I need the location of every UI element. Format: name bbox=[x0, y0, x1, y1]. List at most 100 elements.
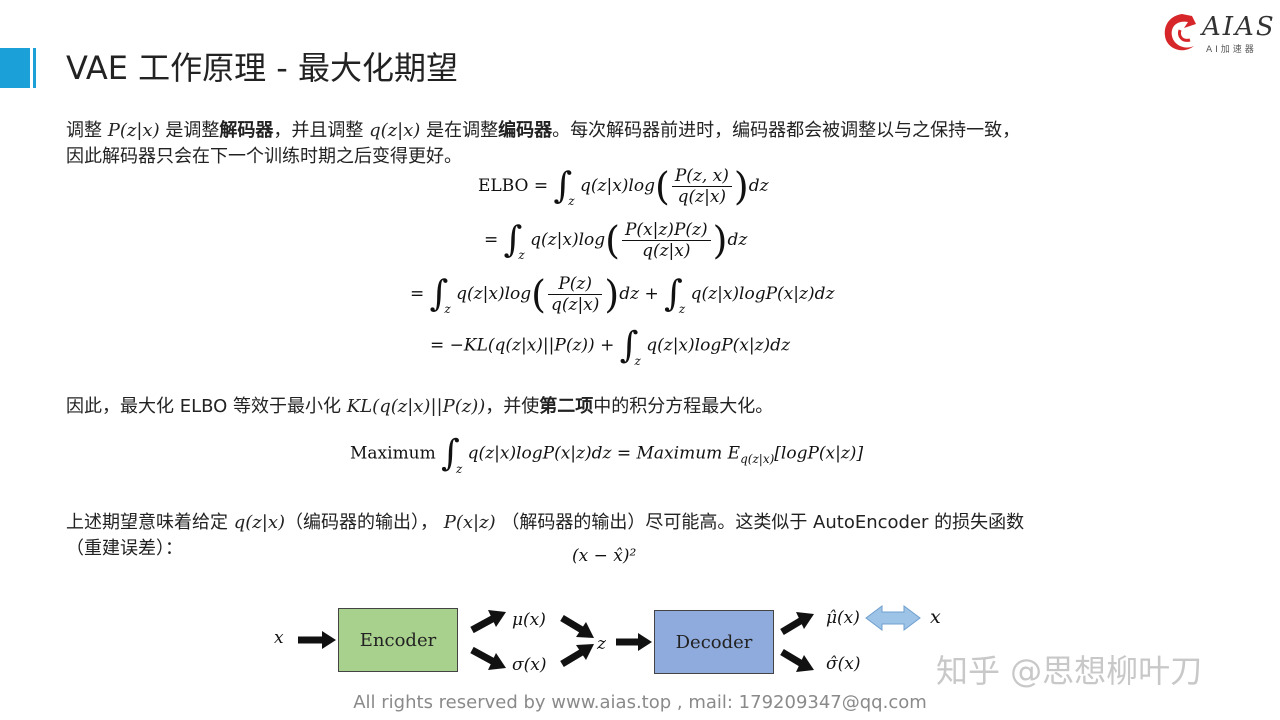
text: 上述期望意味着给定 bbox=[66, 512, 234, 533]
paragraph-2: 因此，最大化 ELBO 等效于最小化 KL(q(z|x)||P(z))，并使第二… bbox=[66, 394, 773, 420]
integral-subscript: z bbox=[518, 248, 525, 262]
dz: dz bbox=[727, 230, 748, 250]
mu-label: μ(x) bbox=[512, 610, 546, 630]
input-arrow-icon bbox=[298, 631, 336, 649]
elbo-label: ELBO = bbox=[478, 176, 549, 196]
dz: dz bbox=[619, 284, 640, 304]
paren: ) bbox=[733, 164, 749, 209]
text: 调整 bbox=[66, 120, 108, 141]
mu-hat-arrow-icon bbox=[780, 612, 814, 636]
elbo-term: = −KL(q(z|x)||P(z)) + bbox=[430, 335, 615, 356]
title-accent-line bbox=[33, 48, 36, 88]
equals-sign: = bbox=[484, 230, 499, 250]
fraction: P(z)q(z|x) bbox=[547, 274, 603, 315]
integral-subscript: z bbox=[568, 194, 575, 208]
math-p-z-given-x: P(z|x) bbox=[107, 120, 160, 141]
integral-subscript: z bbox=[444, 302, 451, 316]
target-x-label: x bbox=[930, 606, 941, 628]
maximum-body: q(z|x)logP(x|z)dz = Maximum E bbox=[467, 443, 741, 464]
elbo-line-1: ELBO = ∫z q(z|x)log(P(z, x)q(z|x))dz bbox=[478, 166, 769, 208]
elbo-term: q(z|x)logP(x|z)dz bbox=[690, 284, 835, 304]
elbo-term: q(z|x)log bbox=[456, 284, 532, 304]
title-accent-bar bbox=[0, 48, 30, 88]
plus-sign: + bbox=[644, 284, 665, 304]
elbo-term: q(z|x)logP(x|z)dz bbox=[646, 335, 791, 356]
integral-sign: ∫ bbox=[503, 219, 523, 261]
fraction-numerator: P(x|z)P(z) bbox=[621, 220, 711, 241]
fraction-denominator: q(z|x) bbox=[642, 241, 691, 261]
aias-logo: AIAS AI加速器 bbox=[1160, 8, 1274, 58]
fraction: P(z, x)q(z|x) bbox=[671, 166, 732, 207]
bold-second-term: 第二项 bbox=[539, 396, 594, 417]
slide-title: VAE 工作原理 - 最大化期望 bbox=[66, 49, 459, 87]
math-p-x-given-z: P(x|z) bbox=[443, 512, 496, 533]
fraction-numerator: P(z, x) bbox=[671, 166, 732, 187]
paragraph-1-line-1: 调整 P(z|x) 是调整解码器，并且调整 q(z|x) 是在调整编码器。每次解… bbox=[66, 118, 1020, 144]
fraction-numerator: P(z) bbox=[547, 274, 603, 295]
sigma-hat-label: σ̂(x) bbox=[826, 654, 861, 674]
dragon-logo-icon bbox=[1164, 14, 1196, 51]
text: 是在调整 bbox=[420, 120, 499, 141]
mu-arrow-icon bbox=[470, 610, 506, 634]
sigma-hat-arrow-icon bbox=[780, 648, 814, 672]
maximum-equation: Maximum ∫z q(z|x)logP(x|z)dz = Maximum E… bbox=[350, 436, 863, 476]
decoder-box: Decoder bbox=[654, 610, 774, 674]
mu-hat-label: μ̂(x) bbox=[826, 608, 860, 628]
compare-double-arrow-icon bbox=[865, 605, 921, 631]
integral-sign: ∫ bbox=[553, 165, 573, 207]
paren: ( bbox=[605, 218, 620, 263]
fraction-denominator: q(z|x) bbox=[677, 187, 727, 207]
text: 中的积分方程最大化。 bbox=[593, 396, 774, 417]
integral-sign: ∫ bbox=[429, 273, 449, 315]
sigma-to-z-arrow-icon bbox=[560, 644, 594, 668]
expectation-tail: [logP(x|z)] bbox=[774, 443, 864, 464]
bold-encoder: 编码器 bbox=[498, 120, 553, 141]
paren: ) bbox=[604, 272, 620, 317]
paragraph-3-line-2: （重建误差）： bbox=[66, 538, 183, 559]
elbo-line-4: = −KL(q(z|x)||P(z)) + ∫z q(z|x)logP(x|z)… bbox=[430, 328, 790, 368]
mu-to-z-arrow-icon bbox=[560, 614, 594, 638]
integral-sign: ∫ bbox=[619, 325, 639, 366]
bold-decoder: 解码器 bbox=[219, 120, 274, 141]
text: （编码器的输出）， bbox=[285, 512, 444, 533]
integral-sign: ∫ bbox=[664, 273, 683, 315]
logo-subtitle: AI加速器 bbox=[1206, 45, 1257, 55]
reconstruction-loss: (x − x̂)² bbox=[572, 546, 637, 566]
fraction: P(x|z)P(z)q(z|x) bbox=[621, 220, 711, 261]
sigma-arrow-icon bbox=[470, 646, 506, 670]
math-kl: KL(q(z|x)||P(z)) bbox=[346, 396, 486, 417]
elbo-line-3: = ∫z q(z|x)log(P(z)q(z|x))dz + ∫z q(z|x)… bbox=[410, 274, 834, 316]
fraction-denominator: q(z|x) bbox=[550, 295, 600, 315]
maximum-label: Maximum bbox=[350, 443, 436, 464]
paren: ( bbox=[531, 272, 546, 317]
elbo-term: q(z|x)log bbox=[580, 176, 655, 196]
paren: ( bbox=[654, 164, 670, 209]
z-arrow-icon bbox=[616, 633, 652, 651]
logo-text: AIAS bbox=[1202, 12, 1276, 42]
text: 是调整 bbox=[159, 120, 220, 141]
text: 因此，最大化 ELBO 等效于最小化 bbox=[66, 396, 347, 417]
equals-sign: = bbox=[410, 284, 425, 304]
text: ，并且调整 bbox=[273, 120, 370, 141]
watermark: 知乎 @思想柳叶刀 bbox=[936, 652, 1203, 690]
encoder-box: Encoder bbox=[338, 608, 458, 672]
diagram-input-x: x bbox=[274, 628, 284, 648]
dz: dz bbox=[748, 176, 769, 196]
integral-subscript: z bbox=[455, 461, 463, 476]
paren: ) bbox=[712, 218, 728, 263]
paragraph-3-line-1: 上述期望意味着给定 q(z|x)（编码器的输出）， P(x|z) （解码器的输出… bbox=[66, 510, 1024, 536]
paragraph-1-line-2: 因此解码器只会在下一个训练时期之后变得更好。 bbox=[66, 146, 462, 167]
text: （解码器的输出）尽可能高。这类似于 AutoEncoder 的损失函数 bbox=[495, 512, 1025, 533]
footer-copyright: All rights reserved by www.aias.top , ma… bbox=[353, 692, 927, 713]
integral-subscript: z bbox=[678, 302, 686, 316]
integral-subscript: z bbox=[634, 353, 641, 368]
elbo-line-2: = ∫z q(z|x)log(P(x|z)P(z)q(z|x))dz bbox=[484, 220, 747, 262]
text: ，并使 bbox=[485, 396, 540, 417]
text: 。每次解码器前进时，编码器都会被调整以与之保持一致， bbox=[552, 120, 1021, 141]
elbo-term: q(z|x)log bbox=[530, 230, 606, 250]
expectation-subscript: q(z|x) bbox=[740, 451, 775, 466]
latent-z-label: z bbox=[597, 634, 606, 654]
integral-sign: ∫ bbox=[441, 433, 460, 474]
math-q-z-given-x: q(z|x) bbox=[369, 120, 421, 141]
sigma-label: σ(x) bbox=[512, 655, 547, 675]
